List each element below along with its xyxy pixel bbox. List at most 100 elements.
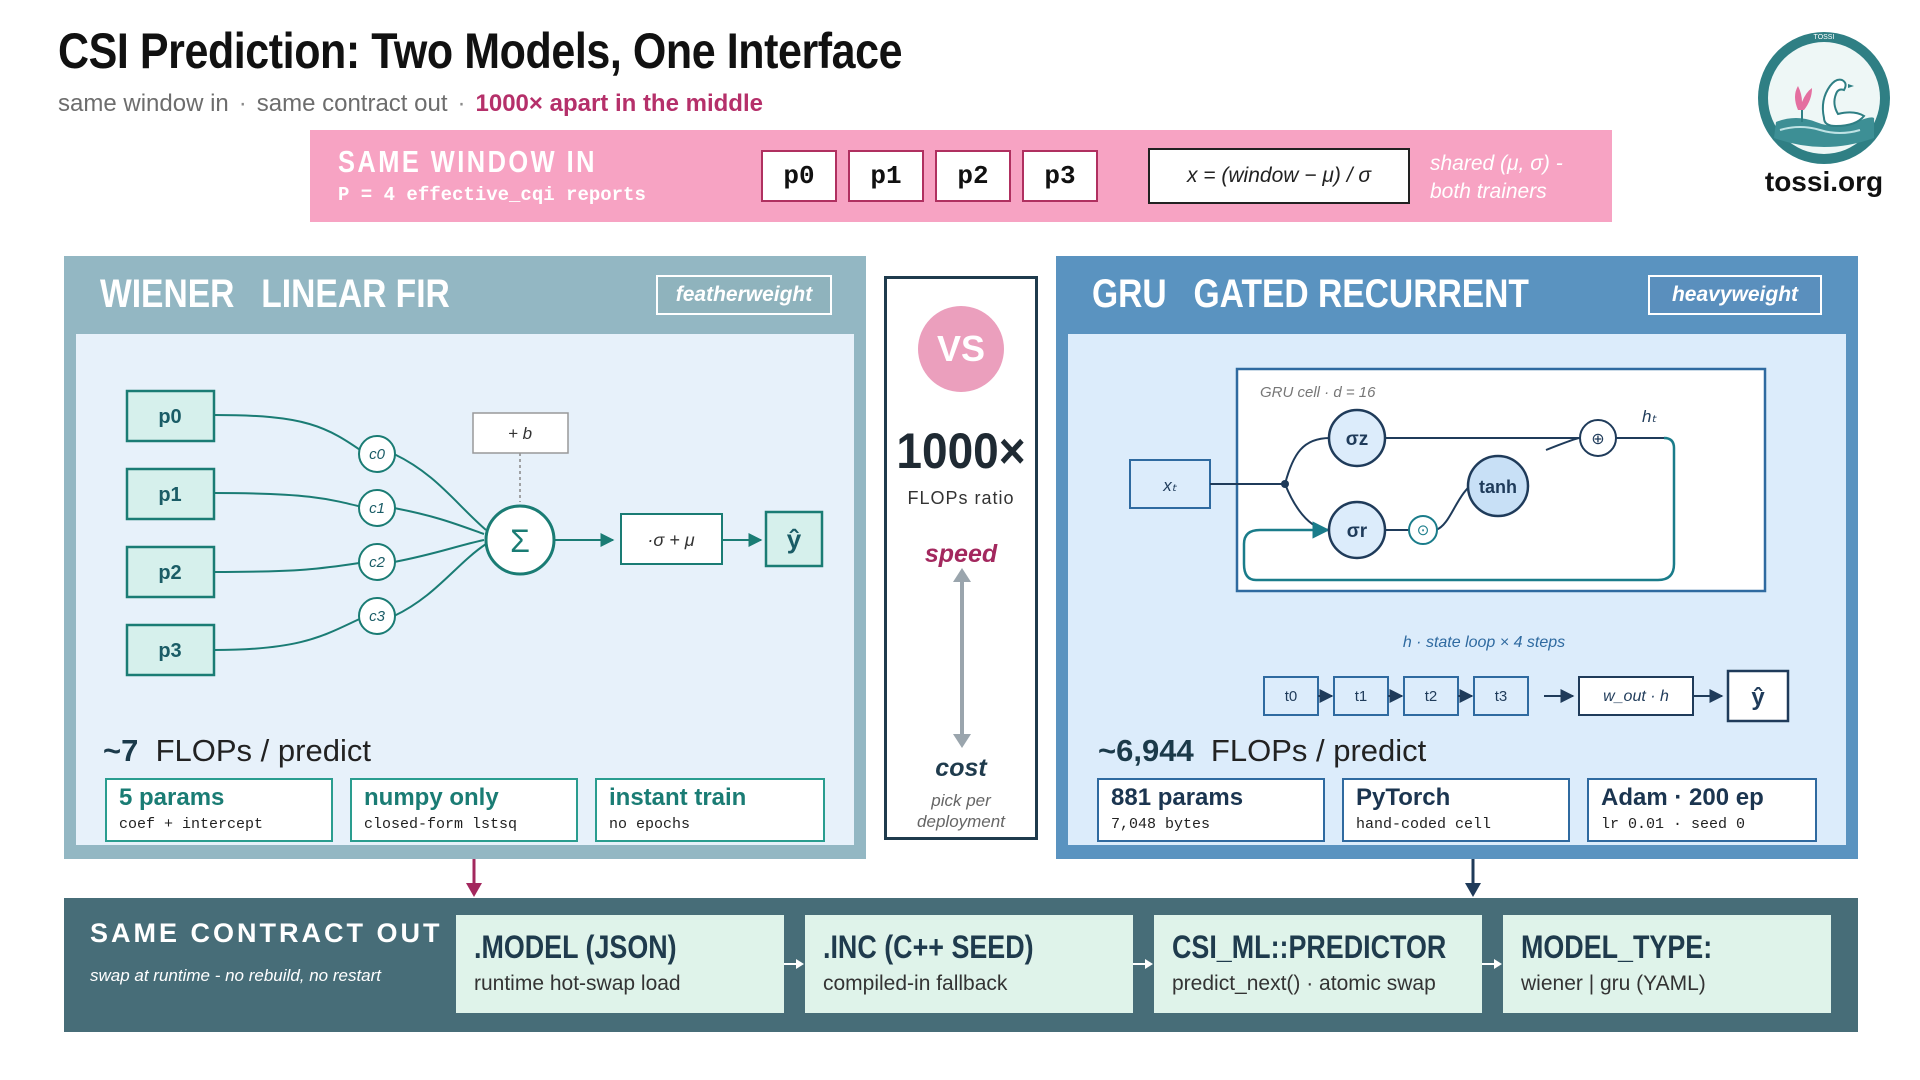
wiener-stat-library: numpy only closed-form lstsq [350, 778, 578, 842]
page-subtitle: same window in·same contract out·1000× a… [58, 90, 763, 118]
contract-box-title: MODEL_TYPE: [1521, 929, 1713, 965]
wiener-bias: + b [508, 424, 532, 443]
cost-label: cost [935, 754, 987, 782]
cost-note-line-1: pick per [931, 791, 991, 810]
gru-hidden-label: hₜ [1642, 407, 1657, 426]
gru-stat-main: 881 params [1111, 784, 1244, 811]
logo-ring-text: TOSSI [1814, 34, 1835, 41]
contract-box-note: predict_next() · atomic swap [1172, 972, 1436, 995]
contract-box-model-type: MODEL_TYPE: wiener | gru (YAML) [1503, 915, 1831, 1013]
normalization-formula: x = (window − μ) / σ [1148, 148, 1410, 204]
wiener-input-p2: p2 [158, 562, 181, 584]
gru-gate-r: σr [1347, 521, 1368, 542]
logo-text: tossi.org [1764, 166, 1884, 197]
window-chip-p2: p2 [935, 150, 1011, 202]
wiener-input-p1: p1 [158, 484, 181, 506]
wiener-stat-main: numpy only [364, 784, 499, 811]
wiener-stat-main: 5 params [119, 784, 225, 811]
gru-input-xt: xₜ [1162, 476, 1178, 495]
gru-stat-main: PyTorch [1356, 784, 1451, 811]
wiener-denorm: ·σ + μ [647, 530, 694, 550]
wiener-title: WIENER LINEAR FIR [100, 272, 450, 317]
contract-arrow-2-icon [1133, 959, 1153, 969]
wiener-name: WIENER [100, 272, 235, 316]
wiener-coef-c2: c2 [369, 554, 386, 571]
page-title: CSI Prediction: Two Models, One Interfac… [58, 23, 903, 79]
wiener-stat-training: instant train no epochs [595, 778, 825, 842]
gru-stat-training: Adam · 200 ep lr 0.01 · seed 0 [1587, 778, 1817, 842]
contract-arrow-1-icon [784, 959, 804, 969]
shared-note-line-2: both trainers [1430, 180, 1547, 203]
shared-note-line-1: shared (μ, σ) - [1430, 152, 1563, 175]
gru-mult-node: ⊙ [1417, 522, 1430, 539]
gru-cell-label: GRU cell · d = 16 [1260, 384, 1376, 401]
contract-box-note: wiener | gru (YAML) [1521, 972, 1706, 995]
gru-badge: heavyweight [1648, 275, 1822, 315]
gru-gate-z: σz [1346, 429, 1369, 450]
gru-stat-sub: 7,048 bytes [1111, 816, 1211, 833]
flops-ratio: 1000× [896, 423, 1026, 479]
wiener-diagram: p0 p1 p2 p3 c0 c1 c2 c3 + b Σ ·σ + μ ŷ [125, 389, 824, 677]
window-band-subtitle: P = 4 effective_cqi reports [338, 184, 646, 206]
contract-box-title: .INC (C++ SEED) [823, 929, 1034, 965]
wiener-stat-params: 5 params coef + intercept [105, 778, 333, 842]
wiener-coef-c0: c0 [369, 446, 386, 463]
wiener-flops-value: ~7 [103, 733, 139, 768]
wiener-down-arrow-icon [466, 859, 482, 897]
subtitle-part-1: same window in [58, 90, 229, 117]
gru-stat-params: 881 params 7,048 bytes [1097, 778, 1325, 842]
cost-note-line-2: deployment [917, 812, 1005, 831]
speed-label: speed [924, 540, 998, 568]
gru-step-t0: t0 [1285, 688, 1298, 705]
gru-down-arrow-icon [1465, 859, 1481, 897]
gru-loop-label: h · state loop × 4 steps [1403, 634, 1565, 651]
gru-title: GRU GATED RECURRENT [1092, 272, 1529, 317]
wiener-stat-sub: closed-form lstsq [364, 816, 518, 833]
wiener-input-p0: p0 [158, 406, 181, 428]
gru-flops-label: FLOPs / predict [1210, 733, 1427, 768]
gru-tanh-node: tanh [1479, 477, 1517, 497]
wiener-stat-sub: coef + intercept [119, 816, 264, 833]
window-chip-p1: p1 [848, 150, 924, 202]
gru-stat-sub: lr 0.01 · seed 0 [1601, 816, 1746, 833]
contract-arrow-3-icon [1482, 959, 1502, 969]
gru-step-t3: t3 [1495, 688, 1508, 705]
subtitle-part-2: same contract out [256, 90, 448, 117]
gru-name: GRU [1092, 272, 1167, 316]
wiener-output: ŷ [787, 524, 802, 554]
swan-logo-icon: TOSSI [1758, 32, 1890, 164]
gru-kind: GATED RECURRENT [1193, 272, 1529, 316]
subtitle-separator-2: · [457, 90, 466, 117]
contract-box-model-json: .MODEL (JSON) runtime hot-swap load [456, 915, 784, 1013]
wiener-stat-sub: no epochs [609, 816, 691, 833]
contract-box-note: compiled-in fallback [823, 972, 1008, 995]
contract-box-inc-seed: .INC (C++ SEED) compiled-in fallback [805, 915, 1133, 1013]
contract-title: SAME CONTRACT OUT [90, 918, 443, 948]
wiener-stat-main: instant train [609, 784, 747, 811]
wiener-coef-c3: c3 [369, 608, 386, 625]
contract-subtitle: swap at runtime - no rebuild, no restart [90, 966, 382, 985]
wiener-input-p3: p3 [158, 640, 181, 662]
cost-note: pick per deployment [884, 790, 1038, 832]
window-band-title: SAME WINDOW IN [338, 144, 597, 179]
gru-readout: w_out · h [1603, 688, 1669, 705]
gru-output: ŷ [1751, 684, 1765, 711]
contract-box-note: runtime hot-swap load [474, 972, 681, 995]
flops-ratio-label: FLOPs ratio [907, 488, 1015, 508]
gru-stat-sub: hand-coded cell [1356, 816, 1492, 833]
gru-step-t1: t1 [1355, 688, 1368, 705]
contract-box-predictor: CSI_ML::PREDICTOR predict_next() · atomi… [1154, 915, 1482, 1013]
gru-stat-main: Adam · 200 ep [1601, 784, 1764, 811]
gru-diagram: GRU cell · d = 16 xₜ σz σr ⊙ tanh ⊕ hₜ h… [1129, 367, 1790, 723]
shared-stats-note: shared (μ, σ) - both trainers [1430, 150, 1563, 206]
gru-flops: ~6,944 FLOPs / predict [1098, 733, 1426, 769]
wiener-flops: ~7 FLOPs / predict [103, 733, 371, 769]
wiener-coef-c1: c1 [369, 500, 385, 517]
subtitle-highlight: 1000× apart in the middle [475, 90, 763, 117]
window-chip-p0: p0 [761, 150, 837, 202]
gru-step-t2: t2 [1425, 688, 1438, 705]
gru-stat-library: PyTorch hand-coded cell [1342, 778, 1570, 842]
wiener-kind: LINEAR FIR [261, 272, 450, 316]
wiener-sum-node: Σ [510, 523, 530, 559]
gru-plus-node: ⊕ [1591, 431, 1604, 448]
